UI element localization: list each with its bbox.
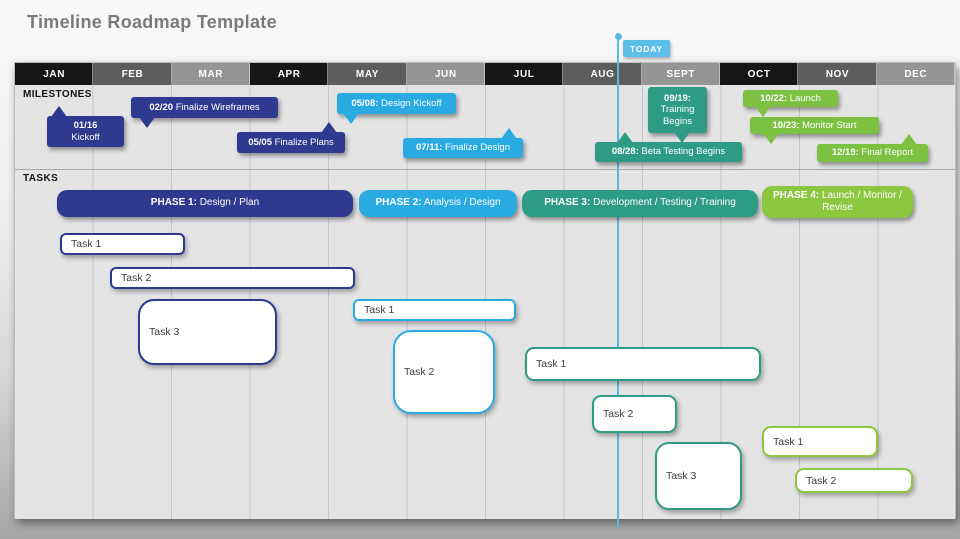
milestone-pointer-down-icon bbox=[139, 117, 155, 128]
task-box-phase2-task-2[interactable]: Task 2 bbox=[393, 330, 495, 414]
month-cell-oct: OCT bbox=[719, 63, 799, 85]
section-divider bbox=[15, 169, 955, 170]
milestone-pointer-up-icon bbox=[501, 128, 517, 139]
task-box-phase1-task-1[interactable]: Task 1 bbox=[60, 233, 185, 255]
task-box-phase1-task-2[interactable]: Task 2 bbox=[110, 267, 355, 289]
milestone-finalize-design[interactable]: 07/11: Finalize Design bbox=[403, 128, 523, 158]
month-cell-jun: JUN bbox=[406, 63, 485, 85]
milestone-monitor-start[interactable]: 10/23: Monitor Start bbox=[750, 117, 879, 144]
milestone-launch[interactable]: 10/22: Launch bbox=[743, 90, 838, 117]
task-box-phase4-task-1[interactable]: Task 1 bbox=[762, 426, 878, 457]
month-cell-nov: NOV bbox=[798, 63, 877, 85]
task-box-phase3-task-1[interactable]: Task 1 bbox=[525, 347, 761, 381]
task-box-phase2-task-1[interactable]: Task 1 bbox=[353, 299, 516, 321]
milestone-finalize-wireframes[interactable]: 02/20 Finalize Wireframes bbox=[131, 97, 278, 128]
milestone-pointer-down-icon bbox=[755, 106, 771, 117]
month-cell-sept: SEPT bbox=[641, 63, 720, 85]
task-box-phase1-task-3[interactable]: Task 3 bbox=[138, 299, 277, 365]
task-box-phase3-task-3[interactable]: Task 3 bbox=[655, 442, 742, 510]
milestone-pointer-up-icon bbox=[617, 132, 633, 143]
month-cell-dec: DEC bbox=[876, 63, 955, 85]
milestone-pointer-down-icon bbox=[674, 132, 690, 143]
phase-bar-phase-2[interactable]: PHASE 2: Analysis / Design bbox=[359, 190, 517, 217]
milestone-finalize-plans[interactable]: 05/05 Finalize Plans bbox=[237, 122, 345, 153]
tasks-section-label: TASKS bbox=[23, 173, 59, 184]
milestone-pointer-up-icon bbox=[321, 122, 337, 133]
today-flag[interactable]: TODAY bbox=[623, 40, 670, 57]
today-marker-dot bbox=[614, 33, 622, 40]
phase-bar-phase-1[interactable]: PHASE 1: Design / Plan bbox=[57, 190, 353, 217]
milestone-pointer-up-icon bbox=[901, 134, 917, 145]
phase-bar-phase-3[interactable]: PHASE 3: Development / Testing / Trainin… bbox=[522, 190, 758, 217]
milestone-training-begins[interactable]: 09/19:Training Begins bbox=[648, 87, 707, 143]
task-box-phase3-task-2[interactable]: Task 2 bbox=[592, 395, 677, 433]
month-cell-mar: MAR bbox=[171, 63, 250, 85]
milestone-design-kickoff[interactable]: 05/08: Design Kickoff bbox=[337, 93, 456, 124]
month-cell-jan: JAN bbox=[15, 63, 94, 85]
month-cell-may: MAY bbox=[328, 63, 407, 85]
phase-bar-phase-4[interactable]: PHASE 4: Launch / Monitor / Revise bbox=[762, 186, 913, 218]
milestone-final-report[interactable]: 12/19: Final Report bbox=[817, 134, 928, 162]
month-cell-feb: FEB bbox=[93, 63, 172, 85]
month-cell-jul: JUL bbox=[484, 63, 564, 85]
milestone-pointer-down-icon bbox=[343, 113, 359, 124]
milestone-beta-testing-begins[interactable]: 08/28: Beta Testing Begins bbox=[595, 132, 742, 162]
month-cell-aug: AUG bbox=[563, 63, 642, 85]
month-cell-apr: APR bbox=[249, 63, 329, 85]
milestone-pointer-down-icon bbox=[763, 133, 779, 144]
task-box-phase4-task-2[interactable]: Task 2 bbox=[795, 468, 913, 493]
milestones-section-label: MILESTONES bbox=[23, 89, 92, 100]
milestone-pointer-up-icon bbox=[51, 106, 67, 117]
page-title: Timeline Roadmap Template bbox=[27, 12, 277, 32]
today-line bbox=[617, 36, 619, 528]
